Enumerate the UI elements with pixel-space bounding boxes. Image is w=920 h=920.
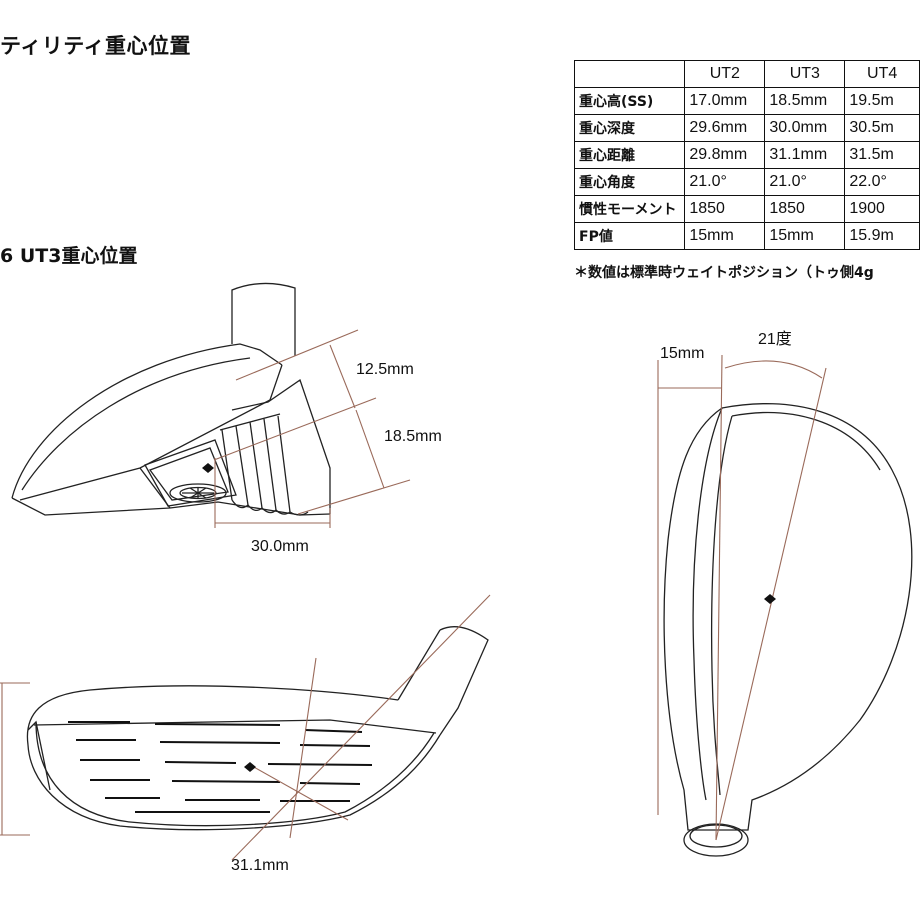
top-face-line bbox=[692, 407, 723, 801]
spec-cell: 22.0° bbox=[844, 168, 920, 196]
spec-cell: 29.6mm bbox=[684, 114, 766, 142]
table-row: 慣性モーメント 1850 1850 1900 bbox=[573, 195, 920, 223]
table-row: 重心角度 21.0° 21.0° 22.0° bbox=[573, 168, 920, 196]
spec-cell: 15.9m bbox=[844, 222, 920, 250]
side-emblem-rays bbox=[182, 487, 214, 499]
spec-row-label: FP値 bbox=[573, 222, 686, 250]
dim-label-18-5: 18.5mm bbox=[384, 428, 442, 445]
side-body-line-3 bbox=[231, 378, 331, 514]
side-view-dimensions bbox=[213, 329, 411, 528]
spec-cell: 31.1mm bbox=[764, 141, 846, 169]
side-emblem bbox=[169, 483, 227, 503]
face-view-dimensions bbox=[0, 594, 491, 861]
spec-cell: 30.0mm bbox=[764, 114, 846, 142]
face-outline-inner bbox=[35, 721, 435, 827]
spec-cell: 15mm bbox=[764, 222, 846, 250]
page-title: ティリティ重心位置 bbox=[0, 34, 191, 58]
spec-cell: 1850 bbox=[764, 195, 846, 223]
top-crown-line bbox=[731, 411, 881, 471]
top-outline bbox=[663, 403, 913, 831]
side-pocket-inner bbox=[148, 447, 229, 501]
table-row: 重心深度 29.6mm 30.0mm 30.5m bbox=[573, 114, 920, 142]
top-face-line-2 bbox=[710, 415, 733, 796]
spec-row-label: 重心距離 bbox=[573, 141, 686, 169]
dim-label-30-0: 30.0mm bbox=[251, 538, 309, 555]
side-pocket bbox=[144, 439, 237, 507]
spec-row-label: 重心角度 bbox=[573, 168, 686, 196]
face-outline bbox=[26, 685, 441, 831]
top-view-dimensions bbox=[657, 354, 827, 841]
dim-label-15: 15mm bbox=[660, 345, 704, 362]
spec-row-label: 重心深度 bbox=[573, 114, 686, 142]
spec-col-header: UT2 bbox=[684, 60, 766, 88]
section-title: 6 UT3重心位置 bbox=[0, 245, 138, 267]
top-cog-marker bbox=[764, 594, 776, 604]
table-row: 重心距離 29.8mm 31.1mm 31.5m bbox=[573, 141, 920, 169]
dim-label-21-degrees: 21度 bbox=[758, 330, 792, 348]
spec-table-header-row: UT2 UT3 UT4 bbox=[573, 60, 920, 88]
spec-row-label: 重心高(SS) bbox=[573, 87, 686, 115]
side-hosel bbox=[231, 282, 296, 356]
spec-row-label: 慣性モーメント bbox=[573, 195, 686, 223]
face-view-drawing bbox=[26, 626, 489, 831]
side-grooves bbox=[219, 413, 291, 513]
face-topline bbox=[33, 719, 437, 734]
side-crown bbox=[11, 343, 283, 499]
side-crown-inner bbox=[21, 357, 251, 491]
face-hosel-2 bbox=[397, 629, 441, 701]
side-cog-marker bbox=[202, 463, 214, 473]
table-row: FP値 15mm 15mm 15.9m bbox=[573, 222, 920, 250]
face-cog-marker bbox=[244, 762, 256, 772]
spec-col-header: UT3 bbox=[764, 60, 846, 88]
side-view-drawing bbox=[11, 282, 331, 516]
spec-cell: 17.0mm bbox=[684, 87, 766, 115]
dim-label-12-5: 12.5mm bbox=[356, 361, 414, 378]
spec-cell: 15mm bbox=[684, 222, 766, 250]
spec-cell: 21.0° bbox=[684, 168, 766, 196]
spec-cell: 30.5m bbox=[844, 114, 920, 142]
table-row: 重心高(SS) 17.0mm 18.5mm 19.5m bbox=[573, 87, 920, 115]
side-sole bbox=[11, 497, 331, 516]
spec-cell: 18.5mm bbox=[764, 87, 846, 115]
spec-cell: 31.5m bbox=[844, 141, 920, 169]
table-footnote: ＊数値は標準時ウェイトポジション（トゥ側4g bbox=[574, 265, 874, 281]
side-groove-bumps bbox=[231, 499, 309, 516]
face-toe-edge bbox=[27, 720, 51, 791]
face-hosel bbox=[439, 626, 489, 736]
spec-table: UT2 UT3 UT4 重心高(SS) 17.0mm 18.5mm 19.5m … bbox=[573, 60, 920, 250]
spec-cell: 1850 bbox=[684, 195, 766, 223]
face-score-lines bbox=[68, 721, 373, 813]
spec-cell: 29.8mm bbox=[684, 141, 766, 169]
side-body-line bbox=[19, 364, 283, 501]
dim-label-31-1: 31.1mm bbox=[231, 857, 289, 874]
top-view-drawing bbox=[663, 403, 913, 857]
